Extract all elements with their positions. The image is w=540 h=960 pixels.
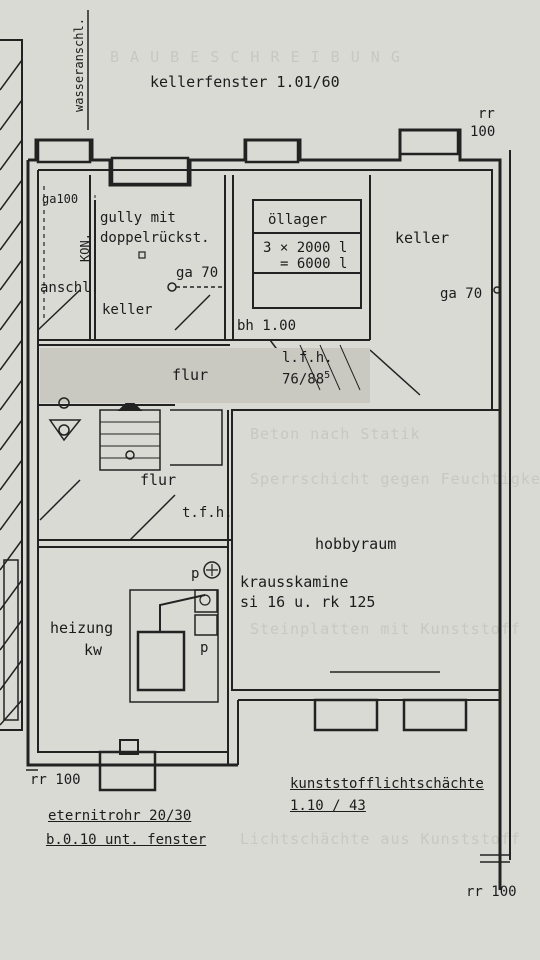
bh-label: bh 1.00 (237, 318, 297, 334)
rr100-right-label: rr 100 (466, 884, 517, 900)
p-label-1: p (191, 566, 200, 582)
p-label-2: p (200, 640, 209, 656)
gully-label-1: gully mit (100, 210, 176, 226)
anschl-label: anschl. (40, 280, 100, 296)
outer-wall (26, 160, 238, 767)
rr100-top-label: rr (478, 106, 495, 122)
background-text: Lichtschächte aus Kunststoff (240, 830, 521, 848)
gully-label-2: doppelrückst. (100, 230, 210, 246)
ga70-mid-label: ga 70 (176, 265, 219, 281)
kw-label: kw (84, 641, 103, 659)
kunststoff-label: kunststofflichtschächte (290, 776, 484, 792)
background-text: Beton nach Statik (250, 425, 421, 443)
kellerfenster-label: kellerfenster 1.01/60 (150, 73, 340, 91)
lfh-value: 76/885 (282, 370, 331, 388)
oel-capacity-2: = 6000 l (280, 256, 348, 272)
flur-top-label: flur (172, 366, 209, 384)
background-text: Steinplatten mit Kunststoff (250, 620, 521, 638)
background-text: Sperrschicht gegen Feuchtigkeit (250, 470, 540, 488)
keller-small-label: keller (102, 302, 153, 318)
rr100-top-num: 100 (470, 124, 496, 140)
krausskamine-label: krausskamine (240, 573, 349, 591)
flur-bottom-label: flur (140, 471, 177, 489)
kamine-spec-label: si 16 u. rk 125 (240, 593, 376, 611)
ga100-label: ga100 (42, 192, 79, 206)
kon-label: KON. (78, 233, 92, 262)
background-text: B A U B E S C H R E I B U N G (110, 48, 401, 66)
oellager-label: öllager (268, 212, 328, 228)
ga70-right-label: ga 70 (440, 286, 483, 302)
tfh-label: t.f.h. (182, 505, 233, 521)
heizung-label: heizung (50, 619, 114, 637)
rr100-left-label: rr 100 (30, 772, 81, 788)
neighbour-wall (0, 39, 23, 731)
eternit-label: eternitrohr 20/30 (48, 808, 192, 824)
oel-capacity-1: 3 × 2000 l (263, 240, 348, 256)
wasseranschl-label: wasseranschl. (72, 18, 86, 112)
keller-right-label: keller (395, 229, 450, 247)
lfh-label: l.f.h. (282, 350, 333, 366)
hobbyraum-label: hobbyraum (315, 535, 397, 553)
kunststoff-num: 1.10 / 43 (290, 798, 366, 814)
fenster-label: b.0.10 unt. fenster (46, 832, 207, 848)
